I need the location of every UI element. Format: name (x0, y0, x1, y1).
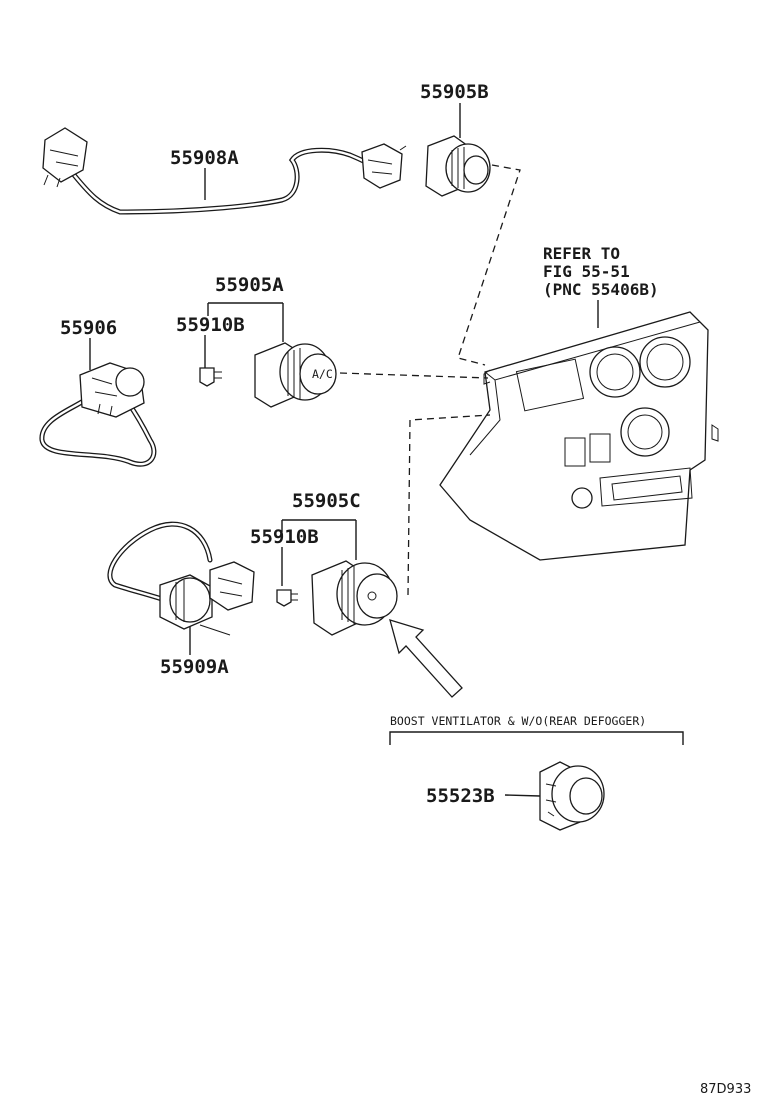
bulb-55910b-top (199, 367, 222, 387)
wire-harness-55908a (42, 127, 407, 215)
label-55910b-top: 55910B (176, 314, 245, 336)
direction-arrow (389, 619, 463, 698)
knob-55523b (539, 761, 605, 831)
option-bracket (389, 731, 684, 745)
label-55905b: 55905B (420, 81, 489, 103)
harness-55909a (107, 521, 255, 636)
svg-text:A/C: A/C (312, 367, 333, 381)
label-55909a: 55909A (160, 656, 229, 678)
label-55906: 55906 (60, 317, 117, 339)
label-55910b-bottom: 55910B (250, 526, 319, 548)
diagram-code: 87D933 (700, 1082, 751, 1097)
label-55908a: 55908A (170, 147, 239, 169)
knob-55905c (311, 560, 398, 636)
label-55905a: 55905A (215, 274, 284, 296)
knob-55905a: A/C (254, 342, 337, 408)
control-panel (439, 311, 719, 561)
knob-55905b (425, 135, 491, 197)
refer-note-line2: FIG 55-51 (543, 262, 630, 281)
bulb-55910b-bottom (276, 589, 298, 607)
refer-note-line1: REFER TO (543, 244, 620, 263)
label-55523b: 55523B (426, 785, 495, 807)
harness-55906 (39, 362, 157, 467)
label-55905c: 55905C (292, 490, 361, 512)
refer-note-line3: (PNC 55406B) (543, 280, 659, 299)
option-note: BOOST VENTILATOR & W/O(REAR DEFOGGER) (390, 714, 646, 728)
